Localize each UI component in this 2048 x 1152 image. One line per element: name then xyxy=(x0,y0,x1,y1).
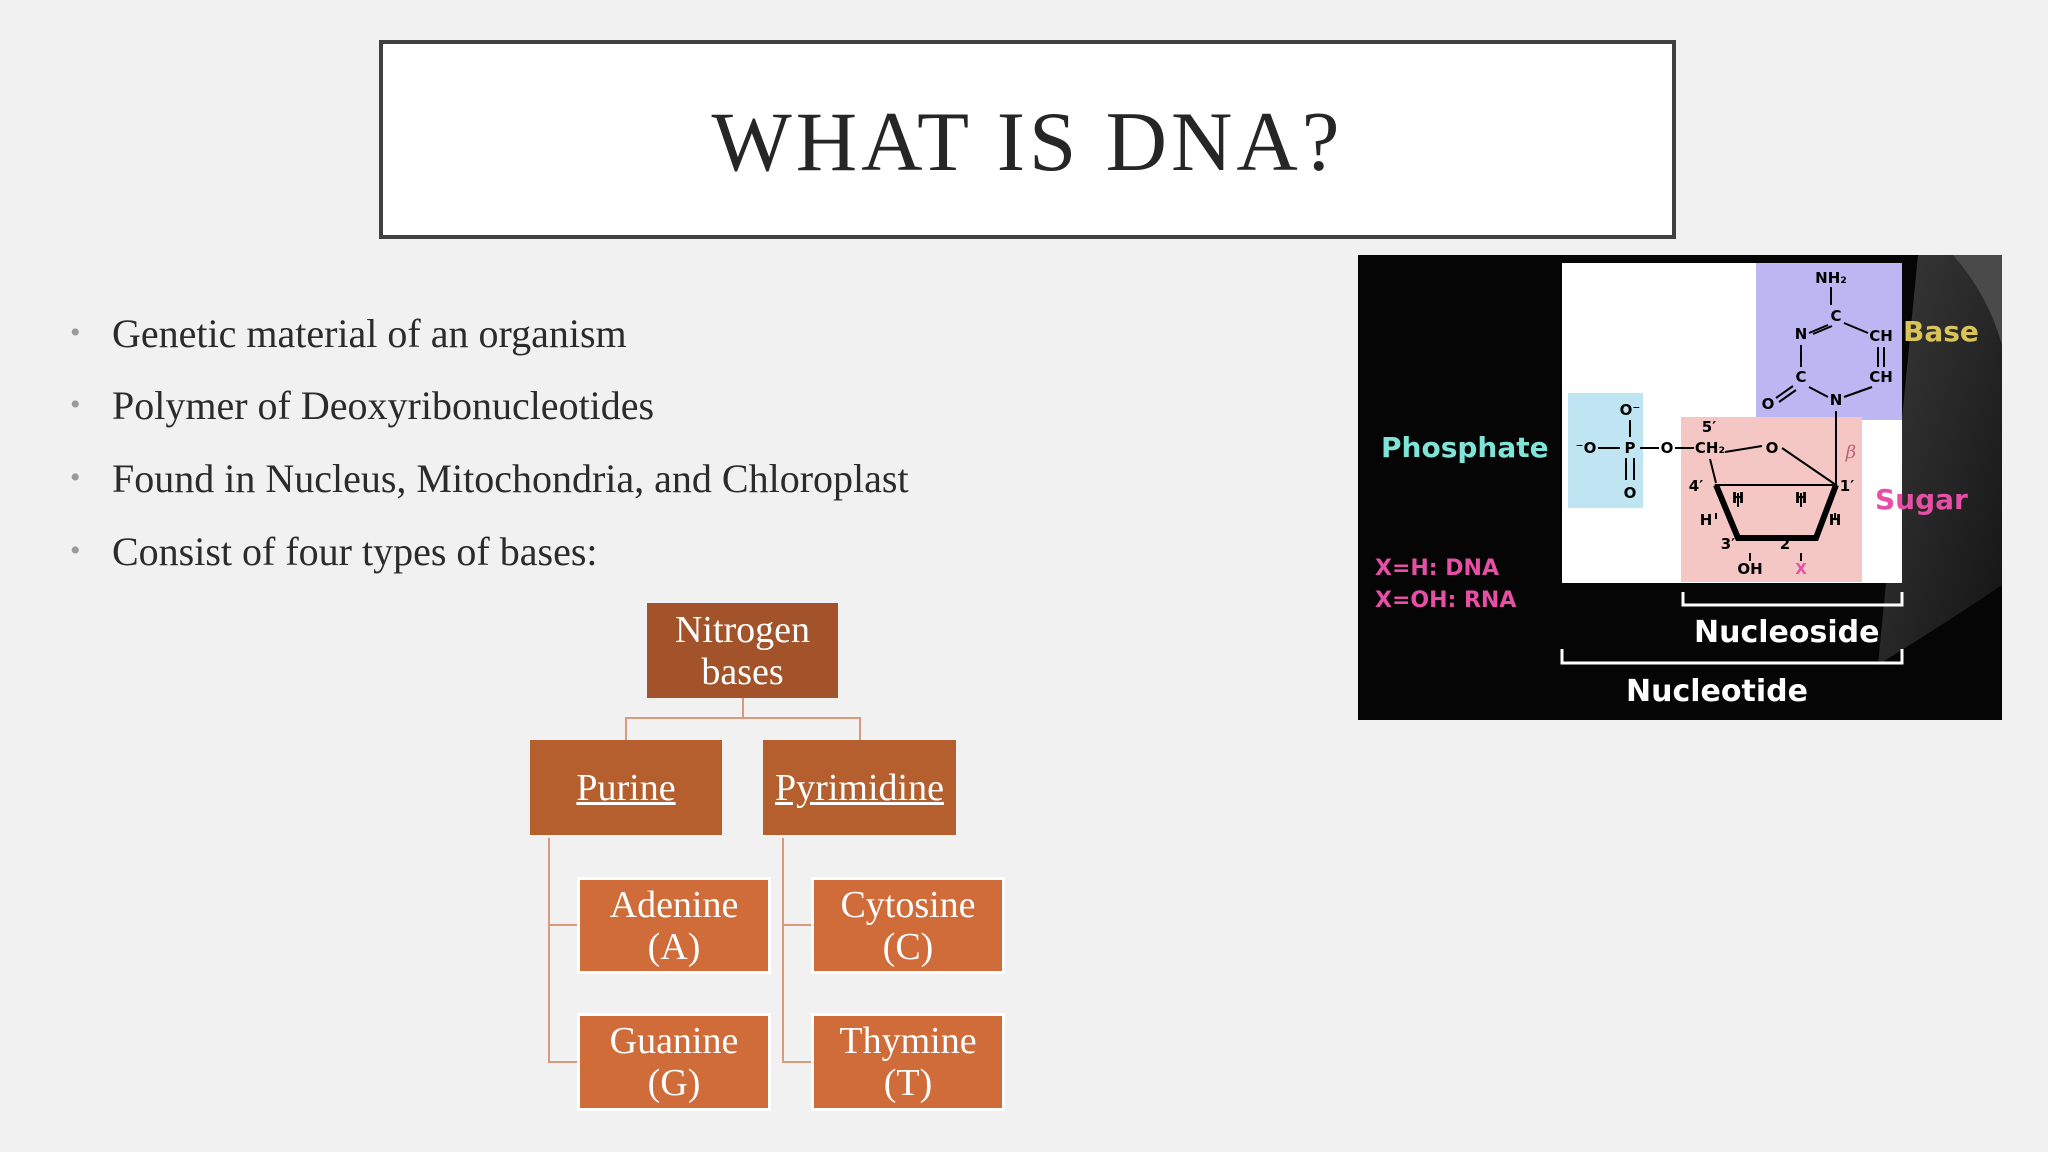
nucleotide-structure-image: NH₂ C N CH C CH O N O⁻ ⁻O P O O CH₂ O 5′… xyxy=(1358,255,2002,720)
bond xyxy=(1843,386,1873,398)
base-atom-ch: CH xyxy=(1869,327,1893,345)
bond xyxy=(1808,324,1833,335)
sugar-prime-4: 4′ xyxy=(1689,477,1703,495)
nucleoside-bracket xyxy=(1681,592,1904,607)
base-atom-o: O xyxy=(1762,395,1775,413)
sugar-atom-oh: OH xyxy=(1737,560,1762,578)
node-label-line: (T) xyxy=(883,1062,933,1104)
phosphate-atom-o-bottom: O xyxy=(1624,484,1637,502)
sugar-atom-o: O xyxy=(1766,439,1779,457)
sugar-prime-5: 5′ xyxy=(1702,418,1716,436)
phosphate-box xyxy=(1568,393,1643,508)
background-swoosh xyxy=(1953,255,2002,345)
background-swoosh xyxy=(1878,255,2002,665)
bond xyxy=(1808,386,1829,398)
base-label: Base xyxy=(1903,315,1979,348)
phosphate-atom-o-mid: O xyxy=(1661,439,1674,457)
bullet-item: • Consist of four types of bases: xyxy=(70,521,598,581)
nucleoside-label: Nucleoside xyxy=(1694,615,1879,650)
base-atom-c: C xyxy=(1795,368,1806,386)
bond xyxy=(1877,347,1885,367)
base-atom-n: N xyxy=(1795,325,1808,343)
bullet-text: Consist of four types of bases: xyxy=(112,528,598,574)
sugar-atom-ch2: CH₂ xyxy=(1695,439,1725,457)
phosphate-atom-o-left: ⁻O xyxy=(1576,439,1597,457)
sugar-atom-h: H xyxy=(1829,511,1842,529)
base-atom-ch: CH xyxy=(1869,368,1893,386)
bond xyxy=(1625,458,1635,480)
bond xyxy=(1775,385,1797,403)
node-label-line: (C) xyxy=(882,925,934,968)
node-label-line: Cytosine xyxy=(840,883,976,926)
bullet-dot-icon: • xyxy=(70,461,81,494)
bullet-item: • Found in Nucleus, Mitochondria, and Ch… xyxy=(70,448,909,508)
phosphate-atom-p: P xyxy=(1625,439,1636,457)
node-label-line: bases xyxy=(701,650,784,693)
slide-title: WHAT IS DNA? xyxy=(711,94,1344,189)
phosphate-label: Phosphate xyxy=(1381,431,1549,464)
bond xyxy=(1709,458,1717,484)
node-label-line: (A) xyxy=(647,925,701,968)
sugar-atom-x: X xyxy=(1795,560,1807,578)
bullet-dot-icon: • xyxy=(70,534,81,567)
title-box: WHAT IS DNA? xyxy=(379,40,1676,239)
dna-key: X=H: DNA xyxy=(1375,556,1499,581)
node-purine[interactable]: Purine xyxy=(530,740,722,835)
purine-link[interactable]: Purine xyxy=(576,766,676,809)
node-pyrimidine[interactable]: Pyrimidine xyxy=(763,740,956,835)
node-label-line: Thymine xyxy=(839,1020,977,1062)
sugar-beta: β xyxy=(1845,442,1856,463)
node-thymine: Thymine (T) xyxy=(811,1013,1005,1111)
bullet-text: Polymer of Deoxyribonucleotides xyxy=(112,382,655,428)
nucleotide-label: Nucleotide xyxy=(1626,674,1808,709)
node-label-line: Nitrogen xyxy=(674,608,811,651)
node-cytosine: Cytosine (C) xyxy=(811,877,1005,974)
bullet-text: Genetic material of an organism xyxy=(112,310,627,356)
node-guanine: Guanine (G) xyxy=(577,1013,771,1111)
rna-key: X=OH: RNA xyxy=(1375,588,1516,613)
bond xyxy=(1843,322,1869,334)
node-label-line: Adenine xyxy=(609,883,739,926)
bond xyxy=(1715,493,1836,519)
node-label-line: (G) xyxy=(647,1062,701,1104)
base-atom-n: N xyxy=(1830,391,1843,409)
sugar-label: Sugar xyxy=(1875,483,1968,516)
sugar-prime-1: 1′ xyxy=(1840,477,1854,495)
bond xyxy=(1781,447,1837,486)
phosphate-atom-o-minus: O⁻ xyxy=(1620,401,1641,419)
nucleotide-structure-figure: NH₂ C N CH C CH O N O⁻ ⁻O P O O CH₂ O 5′… xyxy=(1375,255,2002,709)
sugar-atom-h: H xyxy=(1700,511,1713,529)
nucleotide-bracket xyxy=(1560,649,1904,665)
bullet-item: • Polymer of Deoxyribonucleotides xyxy=(70,375,654,435)
node-label-line: Guanine xyxy=(609,1020,739,1062)
pyrimidine-link[interactable]: Pyrimidine xyxy=(775,766,944,809)
sugar-prime-3: 3′ xyxy=(1721,535,1735,553)
node-nitrogen-bases: Nitrogen bases xyxy=(647,603,838,698)
bullet-text: Found in Nucleus, Mitochondria, and Chlo… xyxy=(112,455,909,501)
base-atom-nh2: NH₂ xyxy=(1815,269,1847,287)
base-atom-c: C xyxy=(1830,307,1841,325)
node-adenine: Adenine (A) xyxy=(577,877,771,974)
bond xyxy=(1749,553,1802,561)
sugar-ring-front xyxy=(1713,483,1839,541)
bullet-dot-icon: • xyxy=(70,388,81,421)
bullet-dot-icon: • xyxy=(70,316,81,349)
bond xyxy=(1724,445,1763,453)
bullet-item: • Genetic material of an organism xyxy=(70,303,627,363)
